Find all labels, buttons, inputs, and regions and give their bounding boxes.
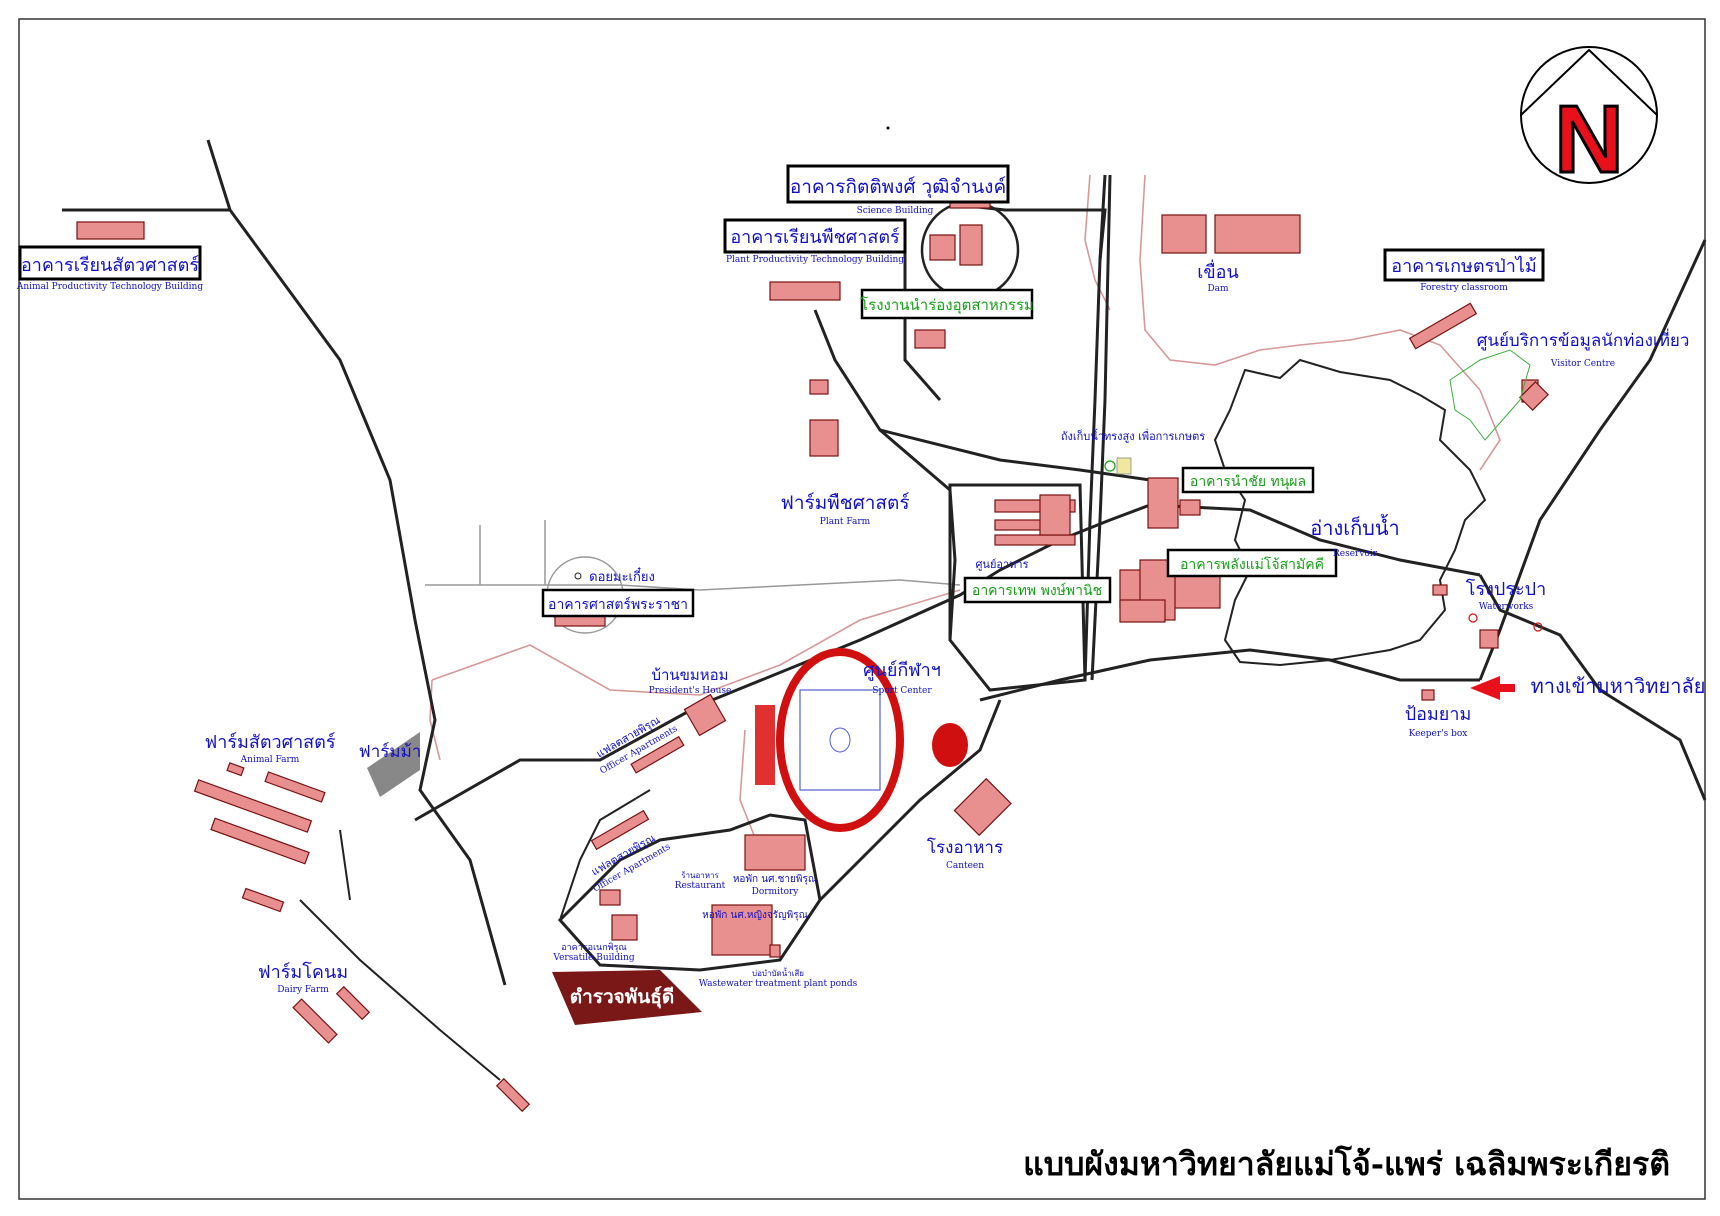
label-thep-building: อาคารเทพ พงษ์พานิช (972, 582, 1102, 599)
sports-field (799, 689, 881, 791)
label-science-building: อาคารกิตติพงศ์ วุฒิจำนงค์ (790, 176, 1006, 199)
main-road-south (979, 648, 1480, 702)
label-animal-farm-en: Animal Farm (240, 755, 300, 765)
label-wastewater-en: Wastewater treatment plant ponds (699, 979, 858, 989)
label-president-house: บ้านขมหอม (651, 666, 728, 684)
map-title: แบบผังมหาวิทยาลัยแม่โจ้-แพร่ เฉลิมพระเกี… (1023, 1145, 1670, 1183)
label-president-house-en: President's House (649, 686, 732, 696)
sports-court (932, 723, 968, 767)
farm-road (299, 899, 501, 1081)
label-reservoir: อ่างเก็บน้ำ (1310, 514, 1400, 540)
label-visitor-en: Visitor Centre (1550, 359, 1615, 369)
label-doi: ดอยมะเกี๋ยง (589, 567, 655, 585)
label-restaurant: ร้านอาหาร (681, 871, 719, 880)
main-road-plant (813, 309, 957, 641)
label-dormitory1: หอพัก นศ.ชายพิรุณ (733, 874, 817, 885)
pink-road-south (431, 589, 961, 696)
label-admin-building: อาคารนำชัย ทนุผล (1190, 474, 1306, 490)
label-versatile-en: Versatile Building (552, 953, 634, 963)
label-animal-farm: ฟาร์มสัตวศาสตร์ (204, 732, 335, 753)
label-plant-building: อาคารเรียนพืชศาสตร์ (730, 227, 900, 248)
main-road-spine (414, 503, 1481, 822)
water-tank-marker (1104, 460, 1116, 472)
pink-road-east (1084, 174, 1111, 311)
label-forestry: อาคารเกษตรป่าไม้ (1391, 255, 1536, 277)
label-sport-center-en: Sport Center (872, 686, 932, 696)
canteen-road (818, 699, 1002, 902)
compass-letter: N (1554, 86, 1623, 193)
grey-road-doi (425, 579, 961, 591)
label-animal-building: อาคารเรียนสัตวศาสตร์ (21, 255, 199, 276)
label-canteen: โรงอาหาร (927, 837, 1003, 858)
label-plant-farm-en: Plant Farm (820, 517, 871, 527)
main-road-science2 (903, 245, 942, 401)
sports-field-circle (829, 727, 851, 753)
label-plant-farm: ฟาร์มพืชศาสตร์ (780, 492, 909, 514)
label-reservoir-en: Reservoir (1333, 549, 1378, 559)
label-seed-check: ตำรวจพันธุ์ดี (570, 986, 674, 1009)
label-dairy-farm: ฟาร์มโคนม (258, 961, 348, 983)
label-canteen-en: Canteen (946, 861, 984, 871)
main-road-plant2 (879, 428, 1151, 482)
label-versatile: อาคารอเนกพิรุณ (561, 942, 627, 953)
grandstand (755, 705, 775, 785)
label-dairy-farm-en: Dairy Farm (277, 985, 329, 995)
label-dam: เขื่อน (1197, 259, 1239, 283)
label-horse-farm: ฟาร์มม้า (359, 742, 422, 762)
buildings (76, 199, 1549, 1113)
label-dormitory1-en: Dormitory (752, 887, 800, 897)
label-animal-building-en: Animal Productivity Technology Building (16, 282, 203, 292)
farm-road2 (339, 829, 351, 901)
label-wastewater: บ่อบำบัดน้ำเสีย (752, 967, 804, 978)
label-water-tank: ถังเก็บน้ำทรงสูง เพื่อการเกษตร (1061, 428, 1205, 443)
label-forestry-en: Forestry classroom (1420, 283, 1508, 293)
campus-core-loop (948, 483, 1087, 692)
label-visitor: ศูนย์บริการข้อมูลนักท่องเที่ยว (1477, 328, 1690, 351)
pink-road-north (1139, 174, 1501, 471)
label-science-building-en: Science Building (857, 206, 934, 216)
north-arrow-icon: N (1520, 46, 1658, 195)
label-sport-center: ศูนย์กีฬาฯ (863, 660, 941, 681)
waterworks-marker-1 (1468, 613, 1478, 623)
label-restaurant-en: Restaurant (675, 881, 726, 891)
label-dam-en: Dam (1207, 284, 1229, 294)
waterworks-marker-2 (1533, 622, 1543, 632)
label-dormitory2: หอพัก นศ.หญิงจรัญพิรุณ (702, 910, 808, 921)
label-plant-building-en: Plant Productivity Technology Building (726, 255, 904, 265)
label-sci-plant: อาคารศาสตร์พระราชา (548, 596, 688, 613)
main-road-entrance (1478, 574, 1707, 801)
pink-road-west (429, 679, 441, 761)
doi-marker (574, 572, 582, 580)
label-agro-industry: โรงงานนำร่องอุตสาหกรรม (860, 296, 1034, 315)
label-energy-building: อาคารพลังแม่โจ้สามัคคี (1180, 556, 1324, 573)
dorm-loop (557, 813, 822, 972)
visitor-green-area (1449, 349, 1531, 441)
main-road-west (206, 139, 507, 986)
map-dot (886, 126, 890, 130)
label-waterworks-en: Waterworks (1479, 602, 1534, 612)
boxed-labels (18, 164, 1545, 618)
dorm-connector (559, 789, 651, 921)
label-entrance: ทางเข้ามหาวิทยาลัย (1531, 674, 1706, 698)
label-cafeteria: ศูนย์อาหาร (975, 558, 1028, 571)
horse-farm-area (367, 732, 420, 797)
label-keeper-en: Keeper's box (1409, 729, 1468, 739)
entrance-arrow-icon (1470, 676, 1515, 700)
label-waterworks: โรงประปา (1466, 578, 1546, 600)
reservoir-outline (1213, 358, 1487, 667)
seed-check-area (552, 970, 702, 1025)
water-tank-building (1116, 457, 1132, 475)
label-keeper: ป้อมยาม (1405, 704, 1472, 725)
